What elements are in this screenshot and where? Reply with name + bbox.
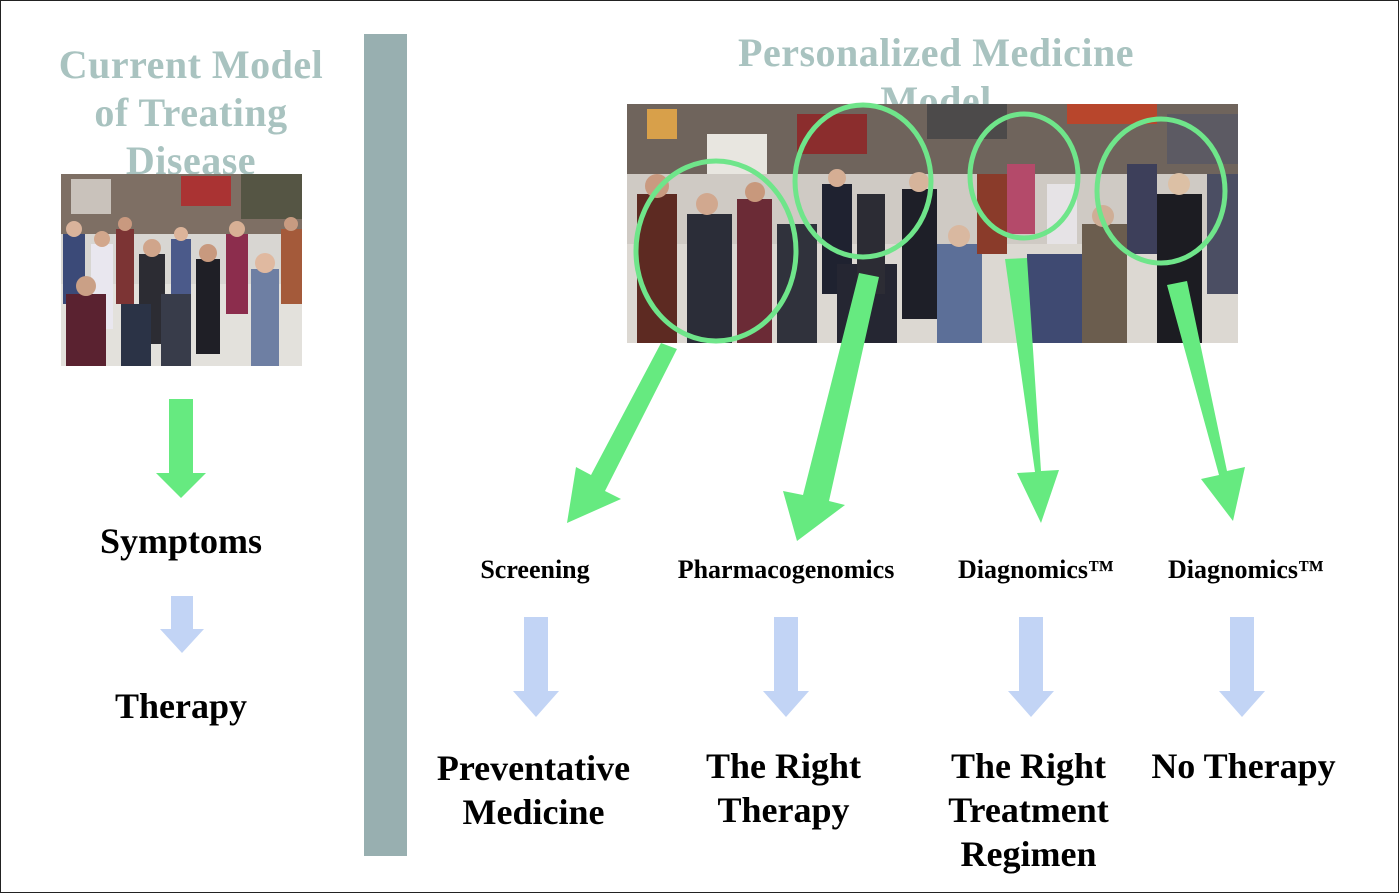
blue-arrow-treatment-regimen xyxy=(1008,617,1054,717)
crowd-photo-large xyxy=(627,104,1238,343)
crowd-photo-small xyxy=(61,174,302,366)
blue-arrow-preventative xyxy=(513,617,559,717)
outcome-line: The Right xyxy=(950,746,1107,786)
personalized-model-title: Personalized Medicine Model xyxy=(641,29,1231,125)
method-label-pharmacogenomics: Pharmacogenomics xyxy=(677,555,895,584)
outcome-line: Preventative xyxy=(436,748,631,788)
green-arrow-diagnomics-2 xyxy=(1167,281,1245,521)
current-model-title: Current Model of Treating Disease xyxy=(21,41,361,185)
outcome-no-therapy: No Therapy xyxy=(1136,744,1351,788)
method-label-diagnomics-2: Diagnomics™ xyxy=(1168,555,1324,584)
therapy-label: Therapy xyxy=(114,686,247,726)
green-arrow-diagnomics-1 xyxy=(1005,258,1059,523)
current-model-title-line-1: Current Model xyxy=(58,42,324,87)
outcome-line: Regimen xyxy=(960,834,1097,874)
group-circle-3 xyxy=(967,111,1081,241)
group-circle-1 xyxy=(633,158,799,344)
green-arrow-pharmacogenomics xyxy=(783,273,879,541)
green-arrow-symptoms xyxy=(156,399,206,498)
blue-arrow-no-therapy xyxy=(1219,617,1265,717)
group-circle-2 xyxy=(792,102,934,260)
personalized-model-title-line-1: Personalized Medicine xyxy=(738,30,1134,75)
outcome-line: Therapy xyxy=(717,790,850,830)
symptoms-label: Symptoms xyxy=(99,521,263,561)
method-label-diagnomics-1: Diagnomics™ xyxy=(958,555,1114,584)
outcome-line: Treatment xyxy=(948,790,1109,830)
method-label-screening: Screening xyxy=(480,555,590,584)
outcome-line: The Right xyxy=(705,746,862,786)
outcome-right-treatment-regimen: The Right Treatment Regimen xyxy=(916,744,1141,876)
green-arrow-screening xyxy=(567,343,677,523)
blue-arrow-right-therapy xyxy=(763,617,809,717)
outcome-right-therapy: The Right Therapy xyxy=(671,744,896,832)
outcome-line: No Therapy xyxy=(1151,746,1336,786)
vertical-divider xyxy=(364,34,407,856)
blue-arrow-therapy xyxy=(160,596,204,653)
current-model-title-line-2: of Treating xyxy=(94,90,288,135)
group-circle-4 xyxy=(1094,116,1228,266)
outcome-preventative-medicine: Preventative Medicine xyxy=(411,746,656,834)
outcome-line: Medicine xyxy=(462,792,605,832)
